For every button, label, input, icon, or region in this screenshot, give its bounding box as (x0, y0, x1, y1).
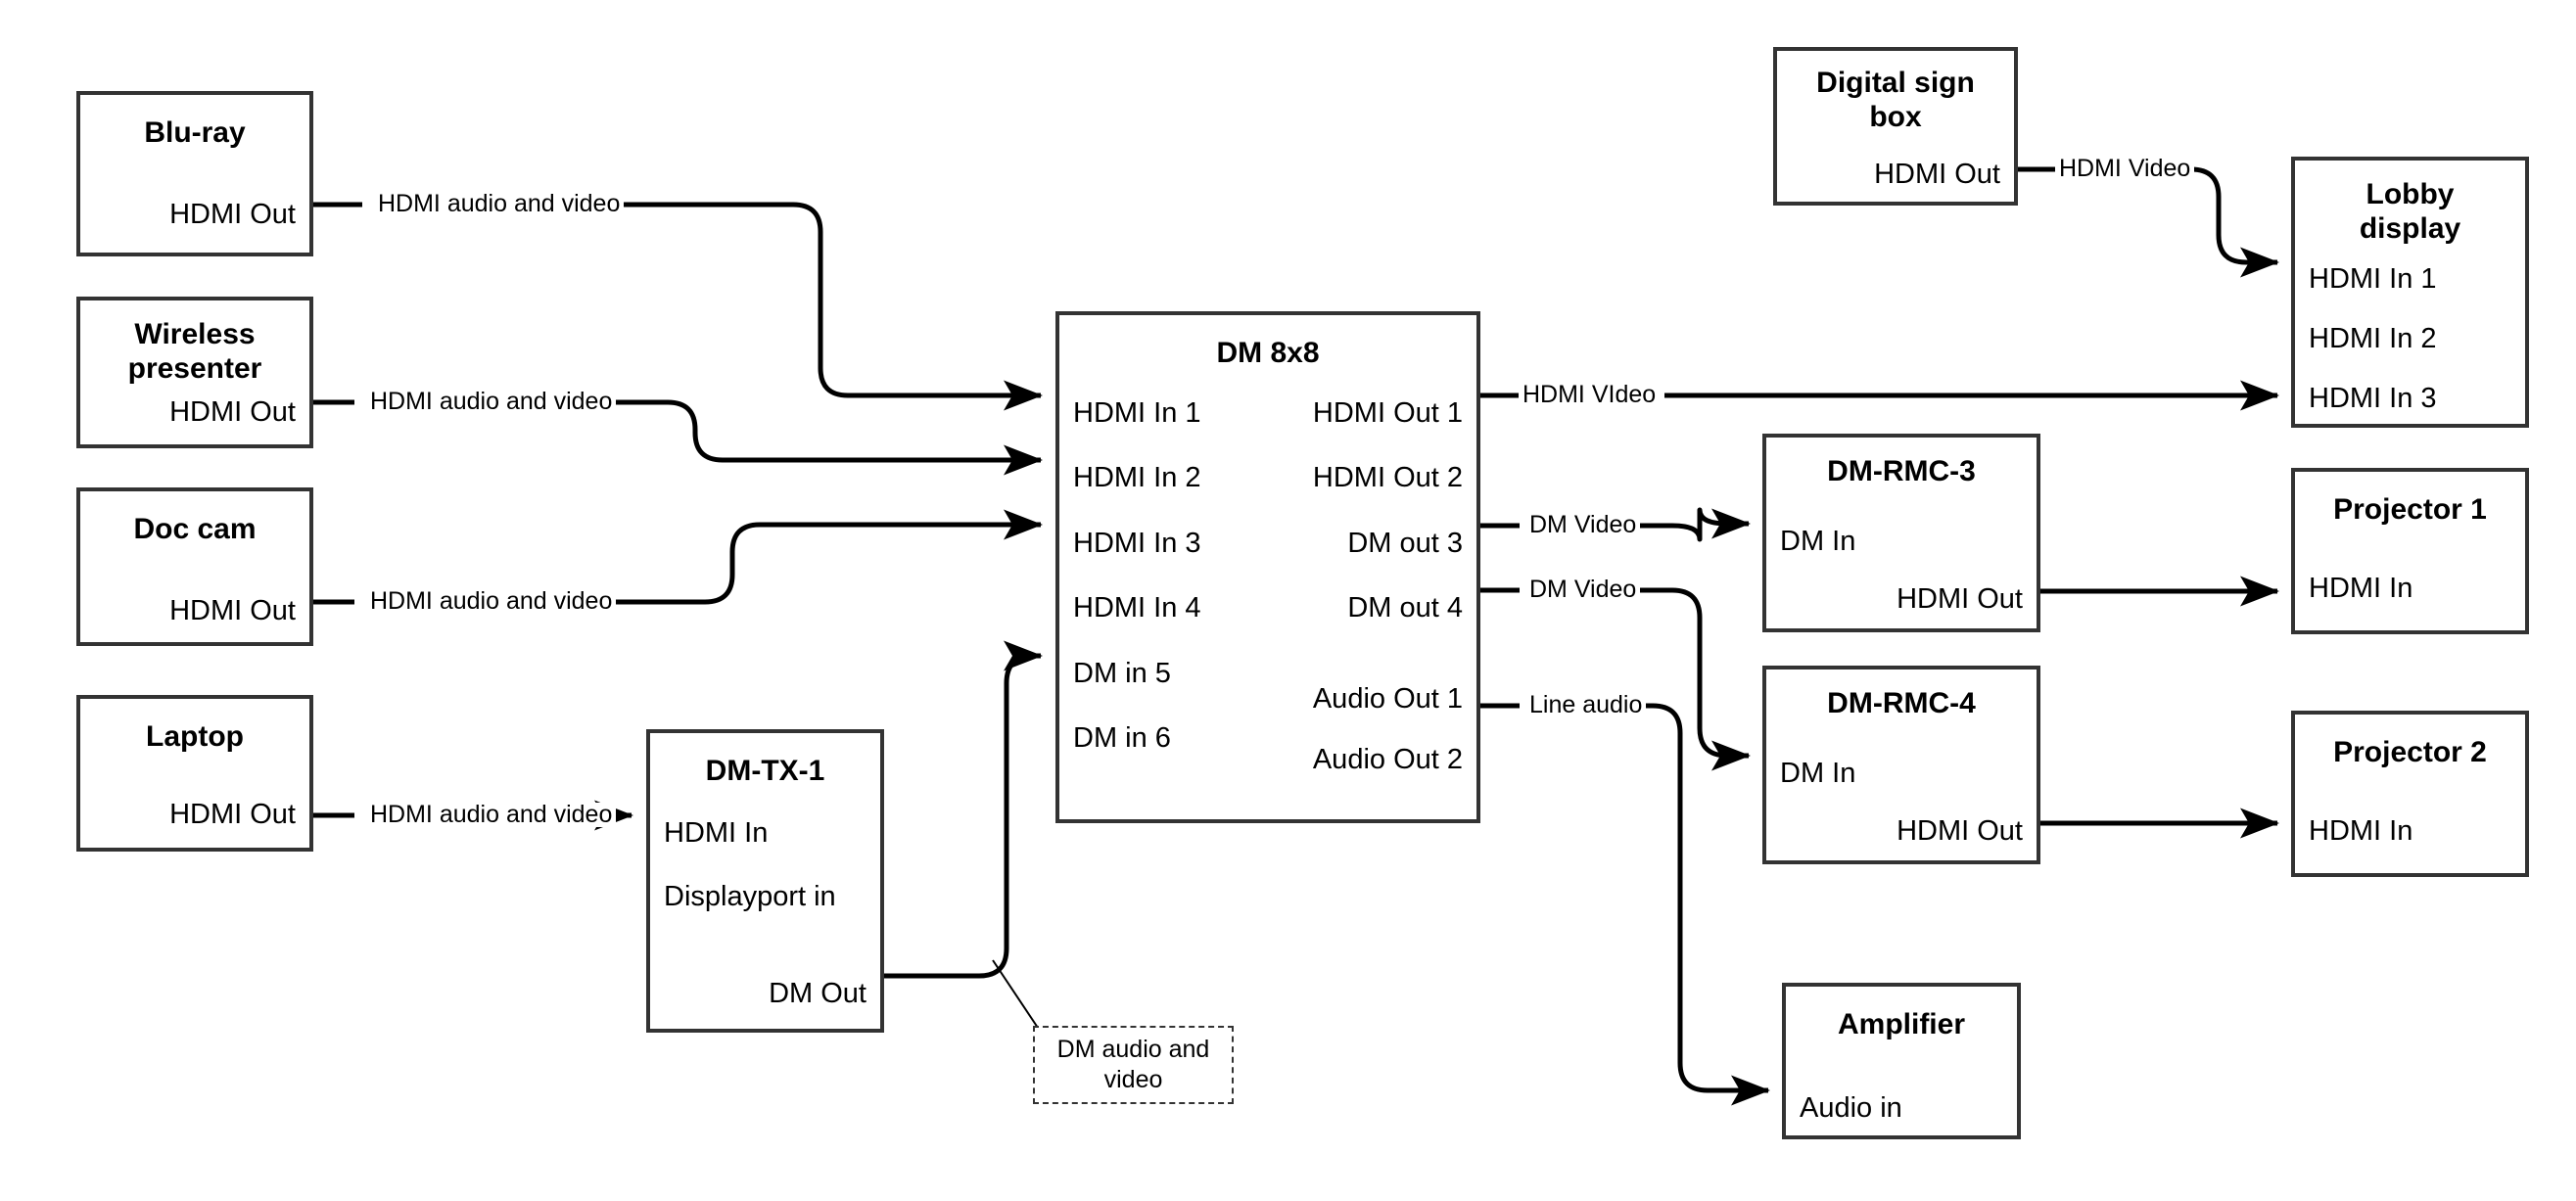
node-title-line1: Digital sign (1816, 67, 1975, 99)
port-doc-cam-hdmi-out[interactable]: HDMI Out (169, 595, 296, 626)
node-wireless-presenter[interactable]: Wireless presenter HDMI Out (76, 297, 313, 448)
port-dm-8x8-hdmi-in-3[interactable]: HDMI In 3 (1073, 528, 1201, 559)
wire-label-bluray-to-dm8x8: HDMI audio and video (374, 192, 625, 216)
node-projector-1[interactable]: Projector 1 HDMI In (2291, 468, 2529, 634)
node-title: Laptop (146, 720, 244, 753)
port-lobby-display-hdmi-in-1[interactable]: HDMI In 1 (2309, 263, 2437, 295)
port-dm-tx-1-displayport-in[interactable]: Displayport in (664, 881, 836, 912)
node-laptop[interactable]: Laptop HDMI Out (76, 695, 313, 852)
port-dm-tx-1-dm-out[interactable]: DM Out (769, 978, 866, 1009)
wire-label-dm8x8-to-rmc4: DM Video (1525, 577, 1641, 602)
wire-dmtx1-to-dm8x8 (884, 640, 1044, 979)
port-laptop-hdmi-out[interactable]: HDMI Out (169, 799, 296, 830)
node-title: Doc cam (133, 513, 257, 545)
node-title-line2: box (1869, 101, 1922, 133)
port-dm-8x8-dm-in-5[interactable]: DM in 5 (1073, 658, 1171, 689)
wire-label-wireless-to-dm8x8: HDMI audio and video (366, 390, 617, 414)
port-dm-8x8-hdmi-in-1[interactable]: HDMI In 1 (1073, 397, 1201, 429)
node-doc-cam[interactable]: Doc cam HDMI Out (76, 487, 313, 646)
node-title: Amplifier (1837, 1008, 1966, 1040)
port-wireless-presenter-hdmi-out[interactable]: HDMI Out (169, 396, 296, 428)
node-title: DM-RMC-4 (1827, 687, 1976, 719)
node-title: Projector 2 (2333, 736, 2487, 768)
node-lobby-display[interactable]: Lobby display HDMI In 1 HDMI In 2 HDMI I… (2291, 157, 2529, 428)
port-dm-rmc-4-hdmi-out[interactable]: HDMI Out (1897, 815, 2023, 847)
wire-label-doccam-to-dm8x8: HDMI audio and video (366, 589, 617, 614)
port-bluray-hdmi-out[interactable]: HDMI Out (169, 199, 296, 230)
node-dm-rmc-4[interactable]: DM-RMC-4 DM In HDMI Out (1762, 666, 2040, 864)
node-title-line1: Wireless (134, 318, 256, 350)
wire-signbox-to-lobby (2018, 166, 2277, 262)
node-title-line2: presenter (127, 352, 262, 385)
port-dm-8x8-dm-out-3[interactable]: DM out 3 (1347, 528, 1463, 559)
wire-label-signbox-to-lobby: HDMI Video (2055, 157, 2195, 181)
node-dm-tx-1[interactable]: DM-TX-1 HDMI In Displayport in DM Out (646, 729, 884, 1033)
node-title-line1: Lobby (2365, 178, 2455, 210)
node-title: DM-RMC-3 (1827, 455, 1976, 487)
node-bluray[interactable]: Blu-ray HDMI Out (76, 91, 313, 256)
node-projector-2[interactable]: Projector 2 HDMI In (2291, 711, 2529, 877)
node-dm-rmc-3[interactable]: DM-RMC-3 DM In HDMI Out (1762, 434, 2040, 632)
node-amplifier[interactable]: Amplifier Audio in (1782, 983, 2021, 1139)
node-title: DM 8x8 (1216, 337, 1320, 369)
port-dm-rmc-3-dm-in[interactable]: DM In (1780, 526, 1856, 557)
port-dm-8x8-hdmi-out-2[interactable]: HDMI Out 2 (1312, 462, 1463, 493)
node-title: Projector 1 (2333, 493, 2487, 526)
port-dm-8x8-audio-out-1[interactable]: Audio Out 1 (1312, 683, 1463, 715)
port-dm-8x8-audio-out-2[interactable]: Audio Out 2 (1312, 744, 1463, 775)
port-dm-8x8-hdmi-in-4[interactable]: HDMI In 4 (1073, 592, 1201, 624)
port-dm-8x8-hdmi-out-1[interactable]: HDMI Out 1 (1312, 397, 1463, 429)
port-amplifier-audio-in[interactable]: Audio in (1800, 1092, 1902, 1124)
wire-bluray-to-dm8x8 (313, 202, 1041, 395)
port-digital-sign-box-hdmi-out[interactable]: HDMI Out (1874, 159, 2000, 190)
dm-audio-video-callout: DM audio and video (1033, 1026, 1234, 1104)
node-title-line2: display (2359, 212, 2461, 245)
node-title: DM-TX-1 (705, 755, 825, 787)
wire-label-laptop-to-dmtx1: HDMI audio and video (366, 803, 617, 827)
wire-dm8x8-to-rmc4 (1480, 587, 1749, 756)
port-dm-8x8-dm-in-6[interactable]: DM in 6 (1073, 722, 1171, 754)
wire-label-dm8x8-to-lobby: HDMI VIdeo (1519, 383, 1661, 407)
port-lobby-display-hdmi-in-3[interactable]: HDMI In 3 (2309, 383, 2437, 414)
port-projector-1-hdmi-in[interactable]: HDMI In (2309, 573, 2413, 604)
node-title: Blu-ray (144, 116, 246, 149)
wire-label-dm8x8-to-rmc3: DM Video (1525, 513, 1641, 537)
port-dm-rmc-3-hdmi-out[interactable]: HDMI Out (1897, 583, 2023, 615)
wire-label-dm8x8-to-amplifier: Line audio (1525, 693, 1647, 717)
port-lobby-display-hdmi-in-2[interactable]: HDMI In 2 (2309, 323, 2437, 354)
port-projector-2-hdmi-in[interactable]: HDMI In (2309, 815, 2413, 847)
wire-callout-leader (992, 959, 1039, 1029)
port-dm-tx-1-hdmi-in[interactable]: HDMI In (664, 817, 769, 849)
port-dm-rmc-4-dm-in[interactable]: DM In (1780, 758, 1856, 789)
node-digital-sign-box[interactable]: Digital sign box HDMI Out (1773, 47, 2018, 206)
node-dm-8x8[interactable]: DM 8x8 HDMI In 1 HDMI In 2 HDMI In 3 HDM… (1055, 311, 1480, 823)
wire-dm8x8-to-amplifier (1480, 703, 1768, 1090)
port-dm-8x8-hdmi-in-2[interactable]: HDMI In 2 (1073, 462, 1201, 493)
port-dm-8x8-dm-out-4[interactable]: DM out 4 (1347, 592, 1463, 624)
